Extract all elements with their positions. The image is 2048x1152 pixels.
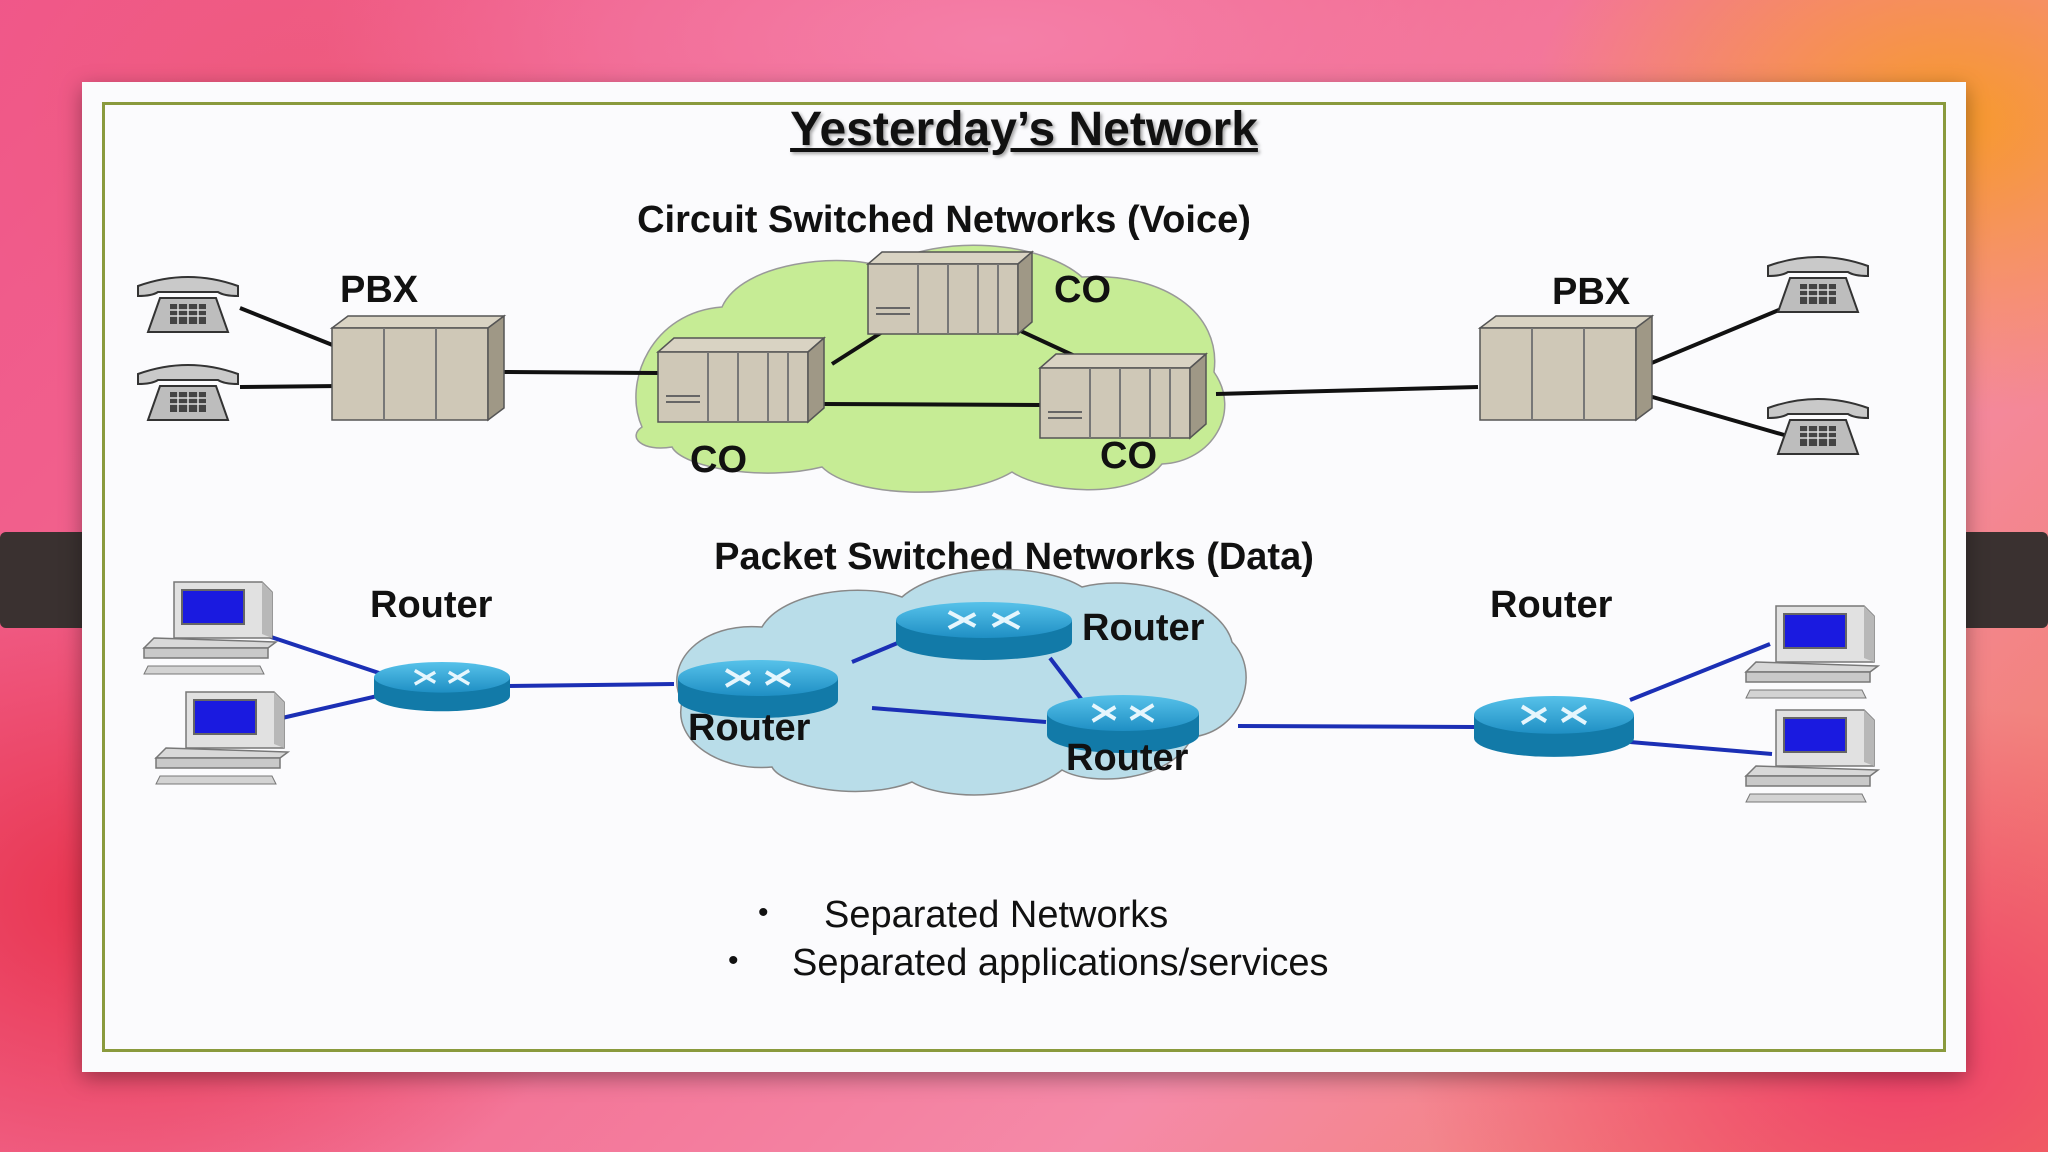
bullet-item: • Separated Networks [758,894,1169,937]
computer-icon [1745,709,1879,803]
router-icon [896,602,1072,660]
co-right-label: CO [1100,435,1157,477]
slide-frame [102,102,1946,1052]
router-icon [1474,696,1634,757]
pbx-right-label: PBX [1552,271,1631,313]
phone-icon [1767,256,1869,313]
computer-icon [1745,605,1879,699]
router-top-label: Router [1082,607,1205,649]
phone-icon [137,276,239,333]
pbx-switch-icon [329,314,507,422]
co-switch-icon [656,336,826,424]
circuit-heading: Circuit Switched Networks (Voice) [637,199,1251,241]
co-switch-icon [1038,352,1208,440]
router-icon [372,660,512,713]
bullet-text: Separated applications/services [792,942,1329,984]
bullet-item: • Separated applications/services [728,942,1329,985]
computer-icon [143,581,277,675]
router-mid-label: Router [688,707,811,749]
pbx-switch-icon [1477,314,1655,422]
phone-icon [1767,398,1869,455]
voice-links [239,300,1799,441]
co-top-label: CO [1054,269,1111,311]
router-bottom-label: Router [1066,737,1189,779]
co-left-label: CO [690,439,747,481]
router-left-label: Router [370,584,493,626]
slide-title: Yesterday’s Network [790,103,1258,156]
network-diagram: Circuit Switched Networks (Voice) Packet… [137,199,1879,803]
slide-card: Circuit Switched Networks (Voice) Packet… [82,82,1966,1072]
co-switch-icon [865,250,1035,336]
pbx-left-label: PBX [340,269,419,311]
computer-icon [155,691,289,785]
bullet-text: Separated Networks [824,894,1169,936]
bullet-dot: • [728,944,739,977]
phone-icon [137,364,239,421]
data-links [267,634,1773,756]
router-right-label: Router [1490,584,1613,626]
bullet-dot: • [758,896,769,929]
